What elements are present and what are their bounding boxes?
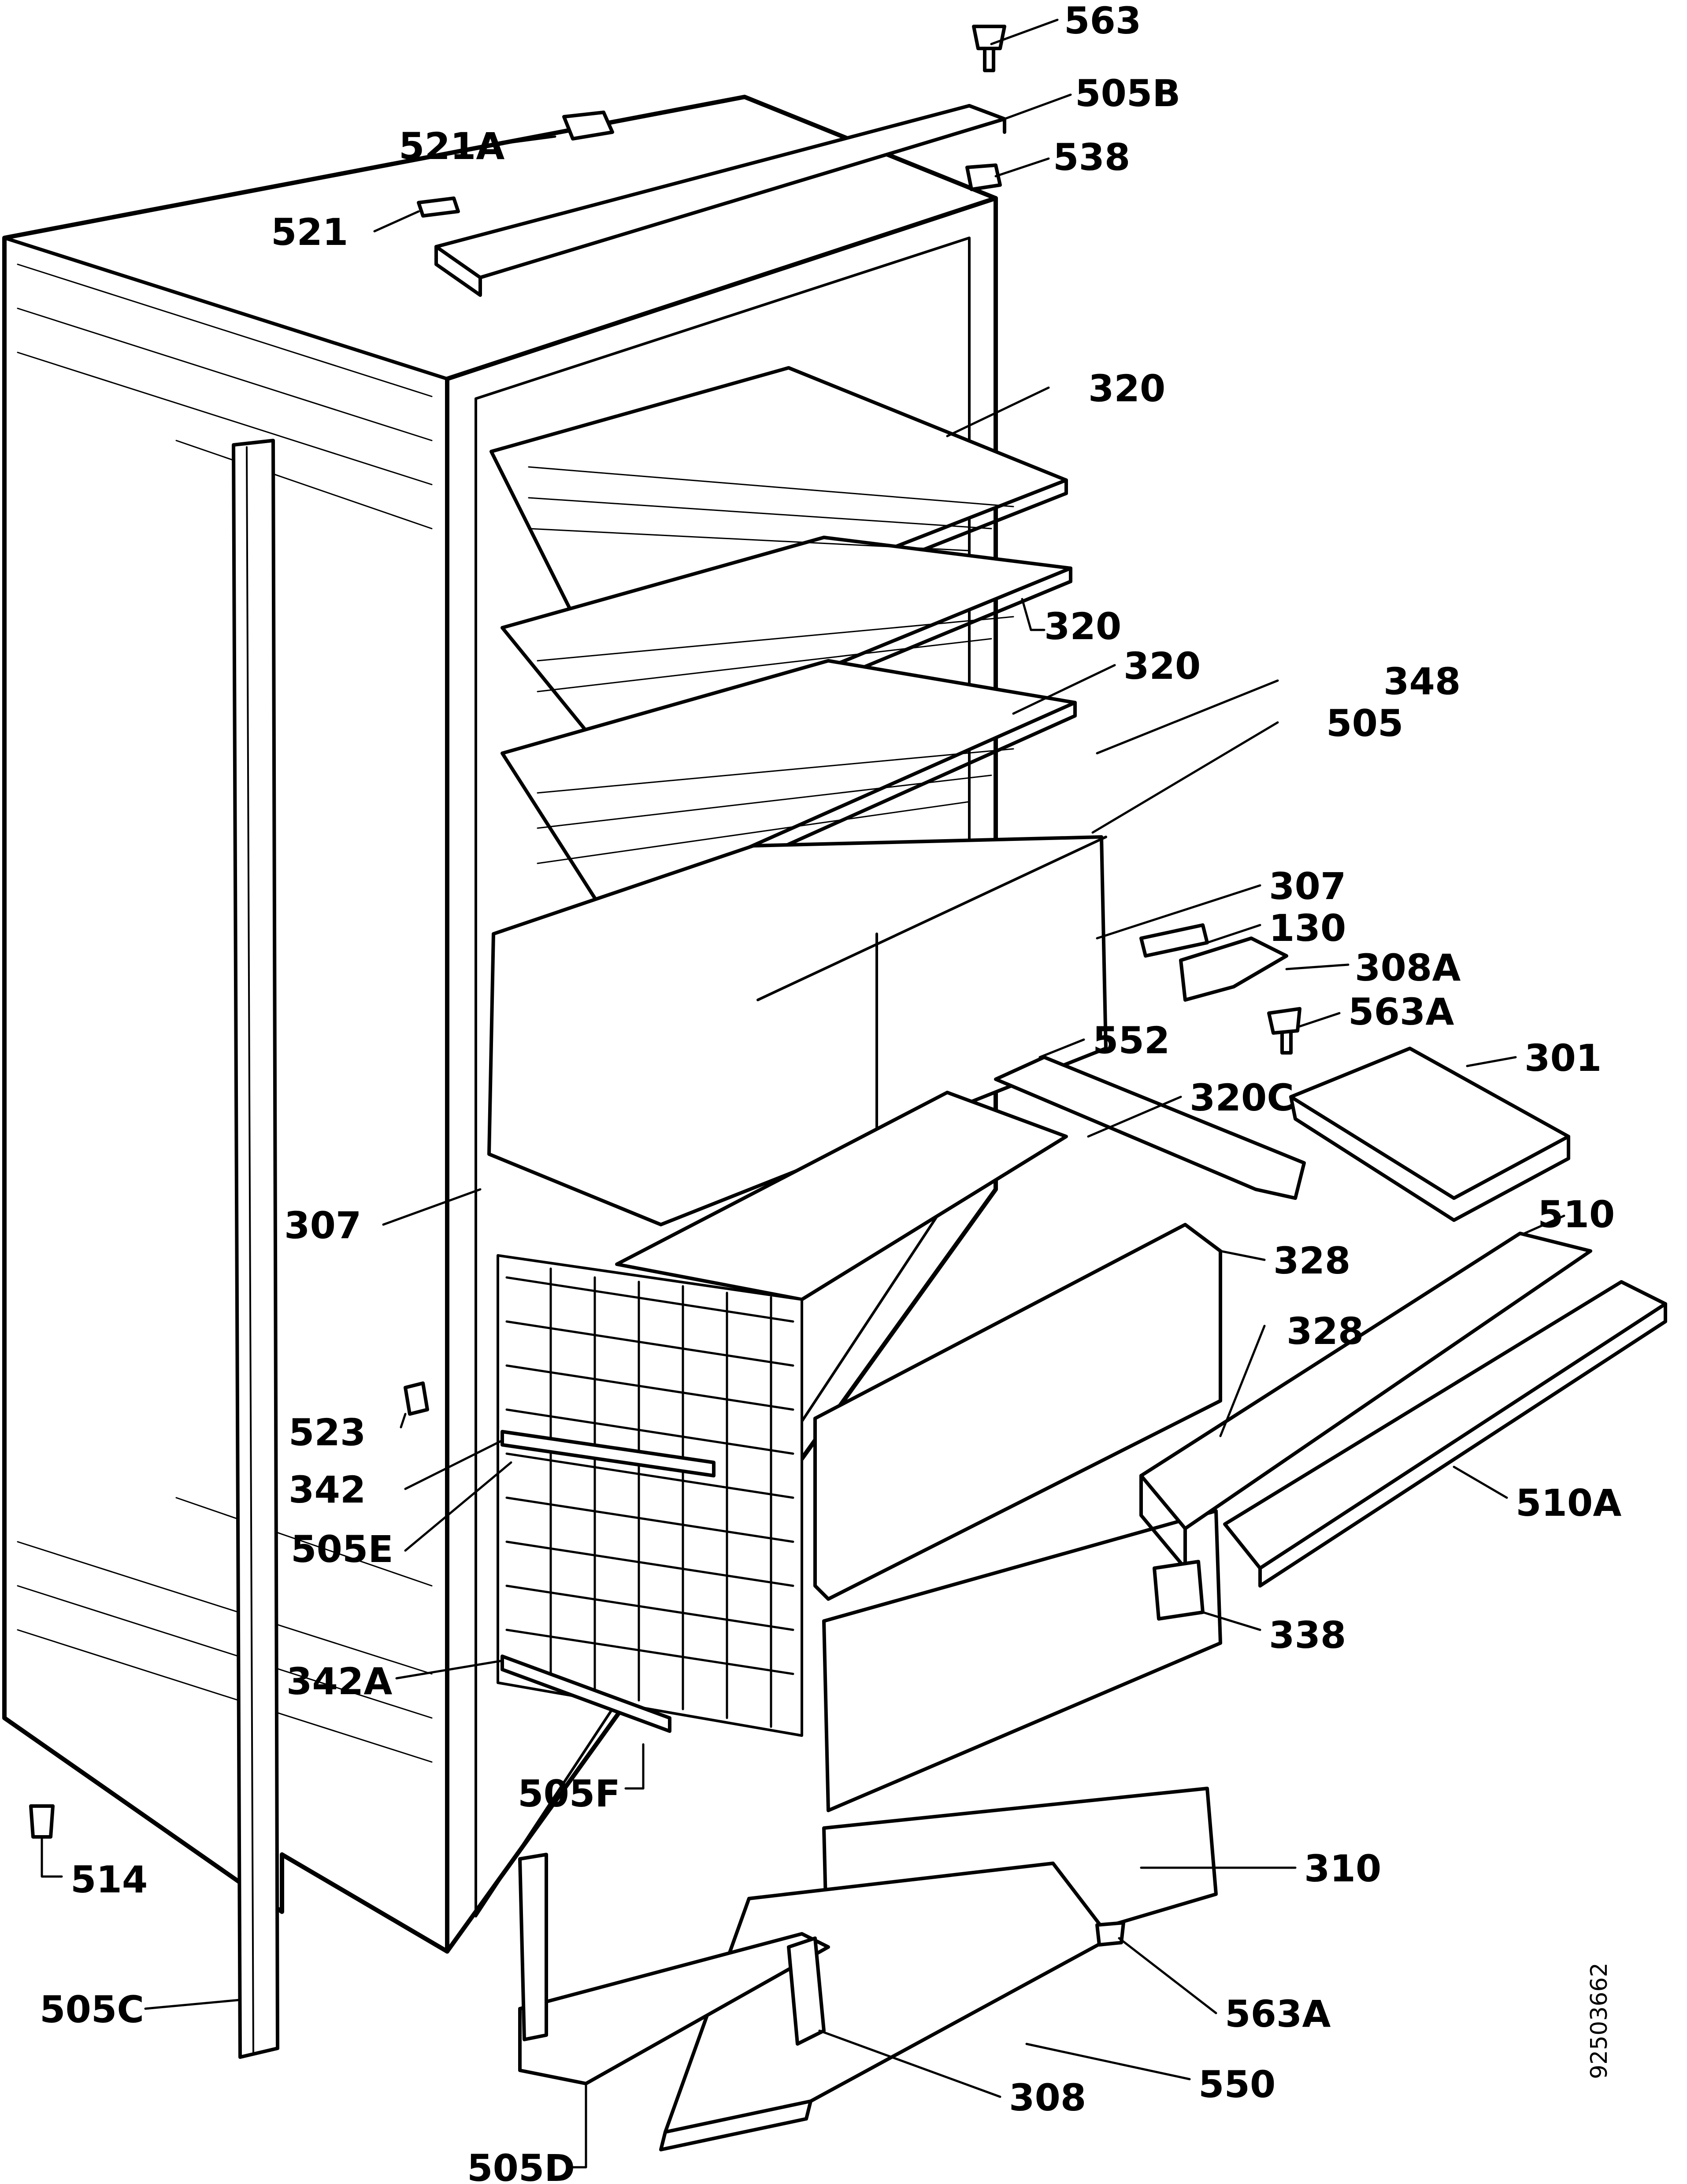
callout-505d: 505D — [467, 2147, 575, 2184]
callout-308: 308 — [1009, 2076, 1086, 2119]
callout-320-low: 320 — [1123, 644, 1201, 688]
callout-320-mid: 320 — [1044, 605, 1122, 648]
callout-130: 130 — [1269, 907, 1346, 950]
control-panel — [1139, 1232, 1667, 1588]
door-seal-strip — [232, 439, 279, 2059]
bracket-338 — [1153, 1560, 1205, 1621]
callout-342: 342 — [289, 1468, 366, 1511]
callout-leaders — [41, 19, 1565, 2169]
callout-550: 550 — [1198, 2063, 1276, 2106]
callout-563a-bottom: 563A — [1225, 1992, 1331, 2036]
callout-301: 301 — [1524, 1036, 1602, 1080]
callout-307-left: 307 — [284, 1204, 362, 1247]
callout-505c: 505C — [40, 1988, 144, 2031]
callout-510: 510 — [1538, 1193, 1615, 1236]
callout-320c: 320C — [1190, 1076, 1294, 1119]
hinge-parts — [1139, 923, 1301, 1055]
callout-342a: 342A — [286, 1660, 393, 1703]
callout-338: 338 — [1269, 1614, 1346, 1657]
callout-310: 310 — [1304, 1847, 1382, 1890]
freezer-compartment — [487, 835, 1108, 1226]
top-small-parts — [417, 25, 1006, 218]
feet-and-screws — [29, 1381, 1125, 1947]
wire-shelves — [489, 366, 1077, 929]
callout-308a: 308A — [1355, 946, 1461, 989]
callout-510a: 510A — [1516, 1481, 1622, 1525]
callout-505e: 505E — [291, 1528, 393, 1571]
callout-523: 523 — [289, 1411, 366, 1454]
callout-563a-right: 563A — [1348, 990, 1454, 1033]
callout-505: 505 — [1326, 702, 1404, 745]
callout-538: 538 — [1053, 136, 1131, 179]
callout-307-right: 307 — [1269, 865, 1346, 908]
callout-505f: 505F — [518, 1772, 620, 1815]
wire-baskets — [497, 1091, 1068, 1737]
callout-521a: 521A — [399, 125, 505, 168]
callout-348: 348 — [1383, 660, 1461, 703]
callout-552: 552 — [1093, 1019, 1170, 1062]
callout-328-mid: 328 — [1287, 1310, 1364, 1353]
handle-552 — [994, 1055, 1306, 1200]
callout-521: 521 — [271, 211, 349, 254]
callout-563: 563 — [1064, 0, 1142, 42]
document-number: 92503662 — [1586, 1962, 1613, 2079]
ice-tray — [1289, 1047, 1570, 1222]
bottom-panels — [518, 1853, 1112, 2151]
callout-505b: 505B — [1075, 72, 1181, 115]
callout-328-top: 328 — [1273, 1239, 1351, 1282]
callout-514: 514 — [70, 1858, 148, 1901]
callout-320-top: 320 — [1088, 367, 1166, 410]
